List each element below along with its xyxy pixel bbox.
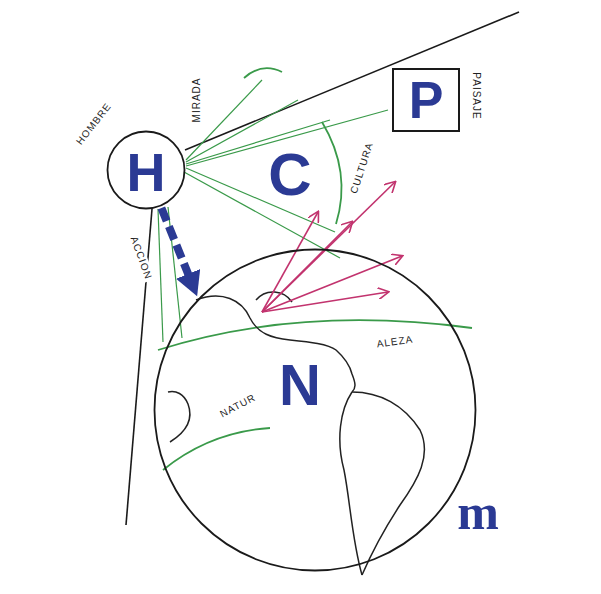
perception-arrow — [262, 212, 318, 312]
continents — [168, 292, 424, 575]
coastline — [340, 392, 362, 575]
nature-word-part: ALEZA — [374, 333, 416, 351]
symbol-letter: P — [409, 74, 444, 126]
edge-label: ACCION — [127, 233, 155, 283]
landscape-box: PPAISAJE — [392, 68, 460, 132]
nature-arc — [158, 320, 472, 350]
coastline — [352, 392, 424, 575]
symbol-letter: N — [277, 355, 323, 415]
circle-outline — [108, 132, 185, 209]
signature-mark: m — [457, 487, 499, 537]
box-heading: PAISAJE — [470, 70, 482, 121]
sketch — [126, 12, 519, 575]
gaze-ray — [158, 209, 163, 342]
view-line — [185, 12, 519, 150]
action-arrow — [161, 208, 189, 278]
circle-outline — [155, 250, 476, 571]
culture-label: CULTURA — [347, 139, 376, 197]
symbol-letter: C — [268, 145, 311, 205]
circle-heading: HOMBRE — [73, 99, 116, 149]
connectors — [161, 208, 189, 278]
gaze-label: MIRADA — [191, 76, 203, 125]
gaze-arc — [244, 68, 282, 78]
nature-word-part: NATUR — [216, 391, 259, 422]
globe-circle: N NATUR ALEZA — [153, 248, 477, 572]
symbol-letter: H — [127, 145, 166, 199]
green-arcs — [158, 68, 472, 470]
perception-arrow — [262, 292, 388, 312]
culture-arc — [322, 122, 342, 224]
coastline — [168, 392, 190, 443]
person-circle: HHOMBRE — [106, 130, 186, 210]
